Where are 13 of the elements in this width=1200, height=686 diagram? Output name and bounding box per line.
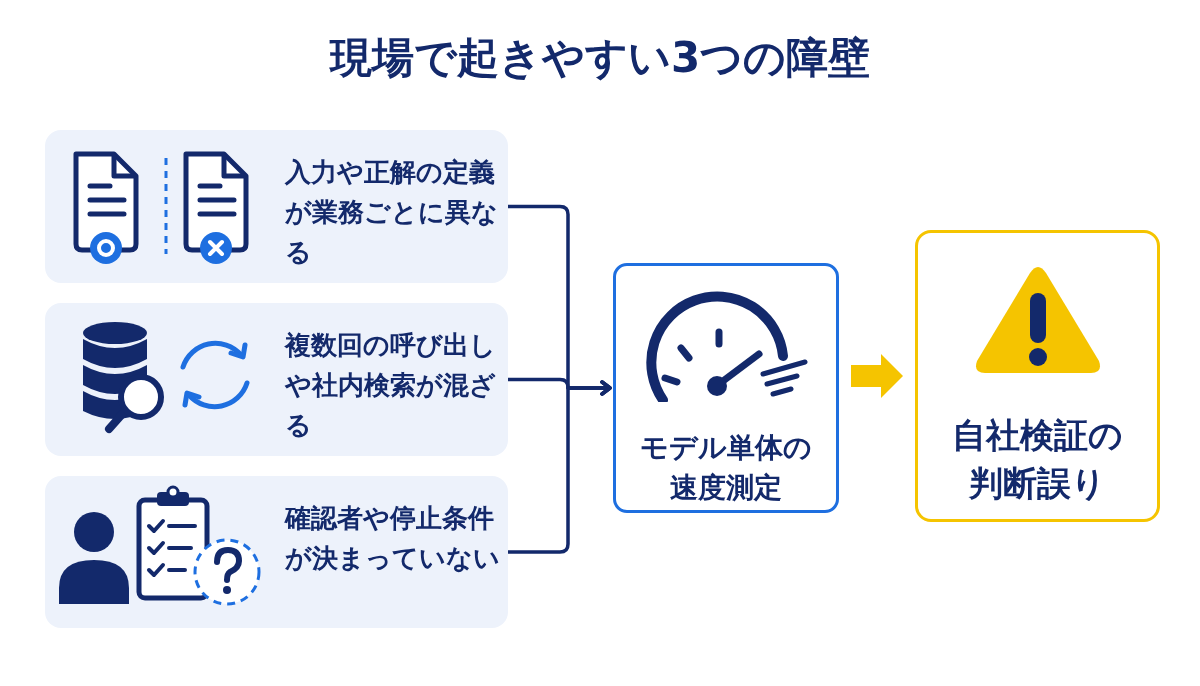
warning-box [915, 230, 1160, 522]
node-text: 複数回の呼び出しや社内検索が混ざる [285, 329, 497, 442]
node-text: 確認者や停止条件が決まっていない [285, 502, 500, 575]
card [45, 303, 508, 456]
node-text: 自社検証の判断誤り [951, 414, 1124, 505]
node-text: 入力や正解の定義が業務ごとに異なる [285, 156, 499, 269]
card [45, 476, 508, 628]
node-text: モデル単体の速度測定 [639, 430, 813, 506]
block-arrow [851, 354, 903, 398]
connector-arrow [508, 380, 612, 554]
process-box [613, 263, 839, 513]
title: 現場で起きやすい3つの障壁 [328, 32, 872, 84]
card [45, 130, 508, 283]
